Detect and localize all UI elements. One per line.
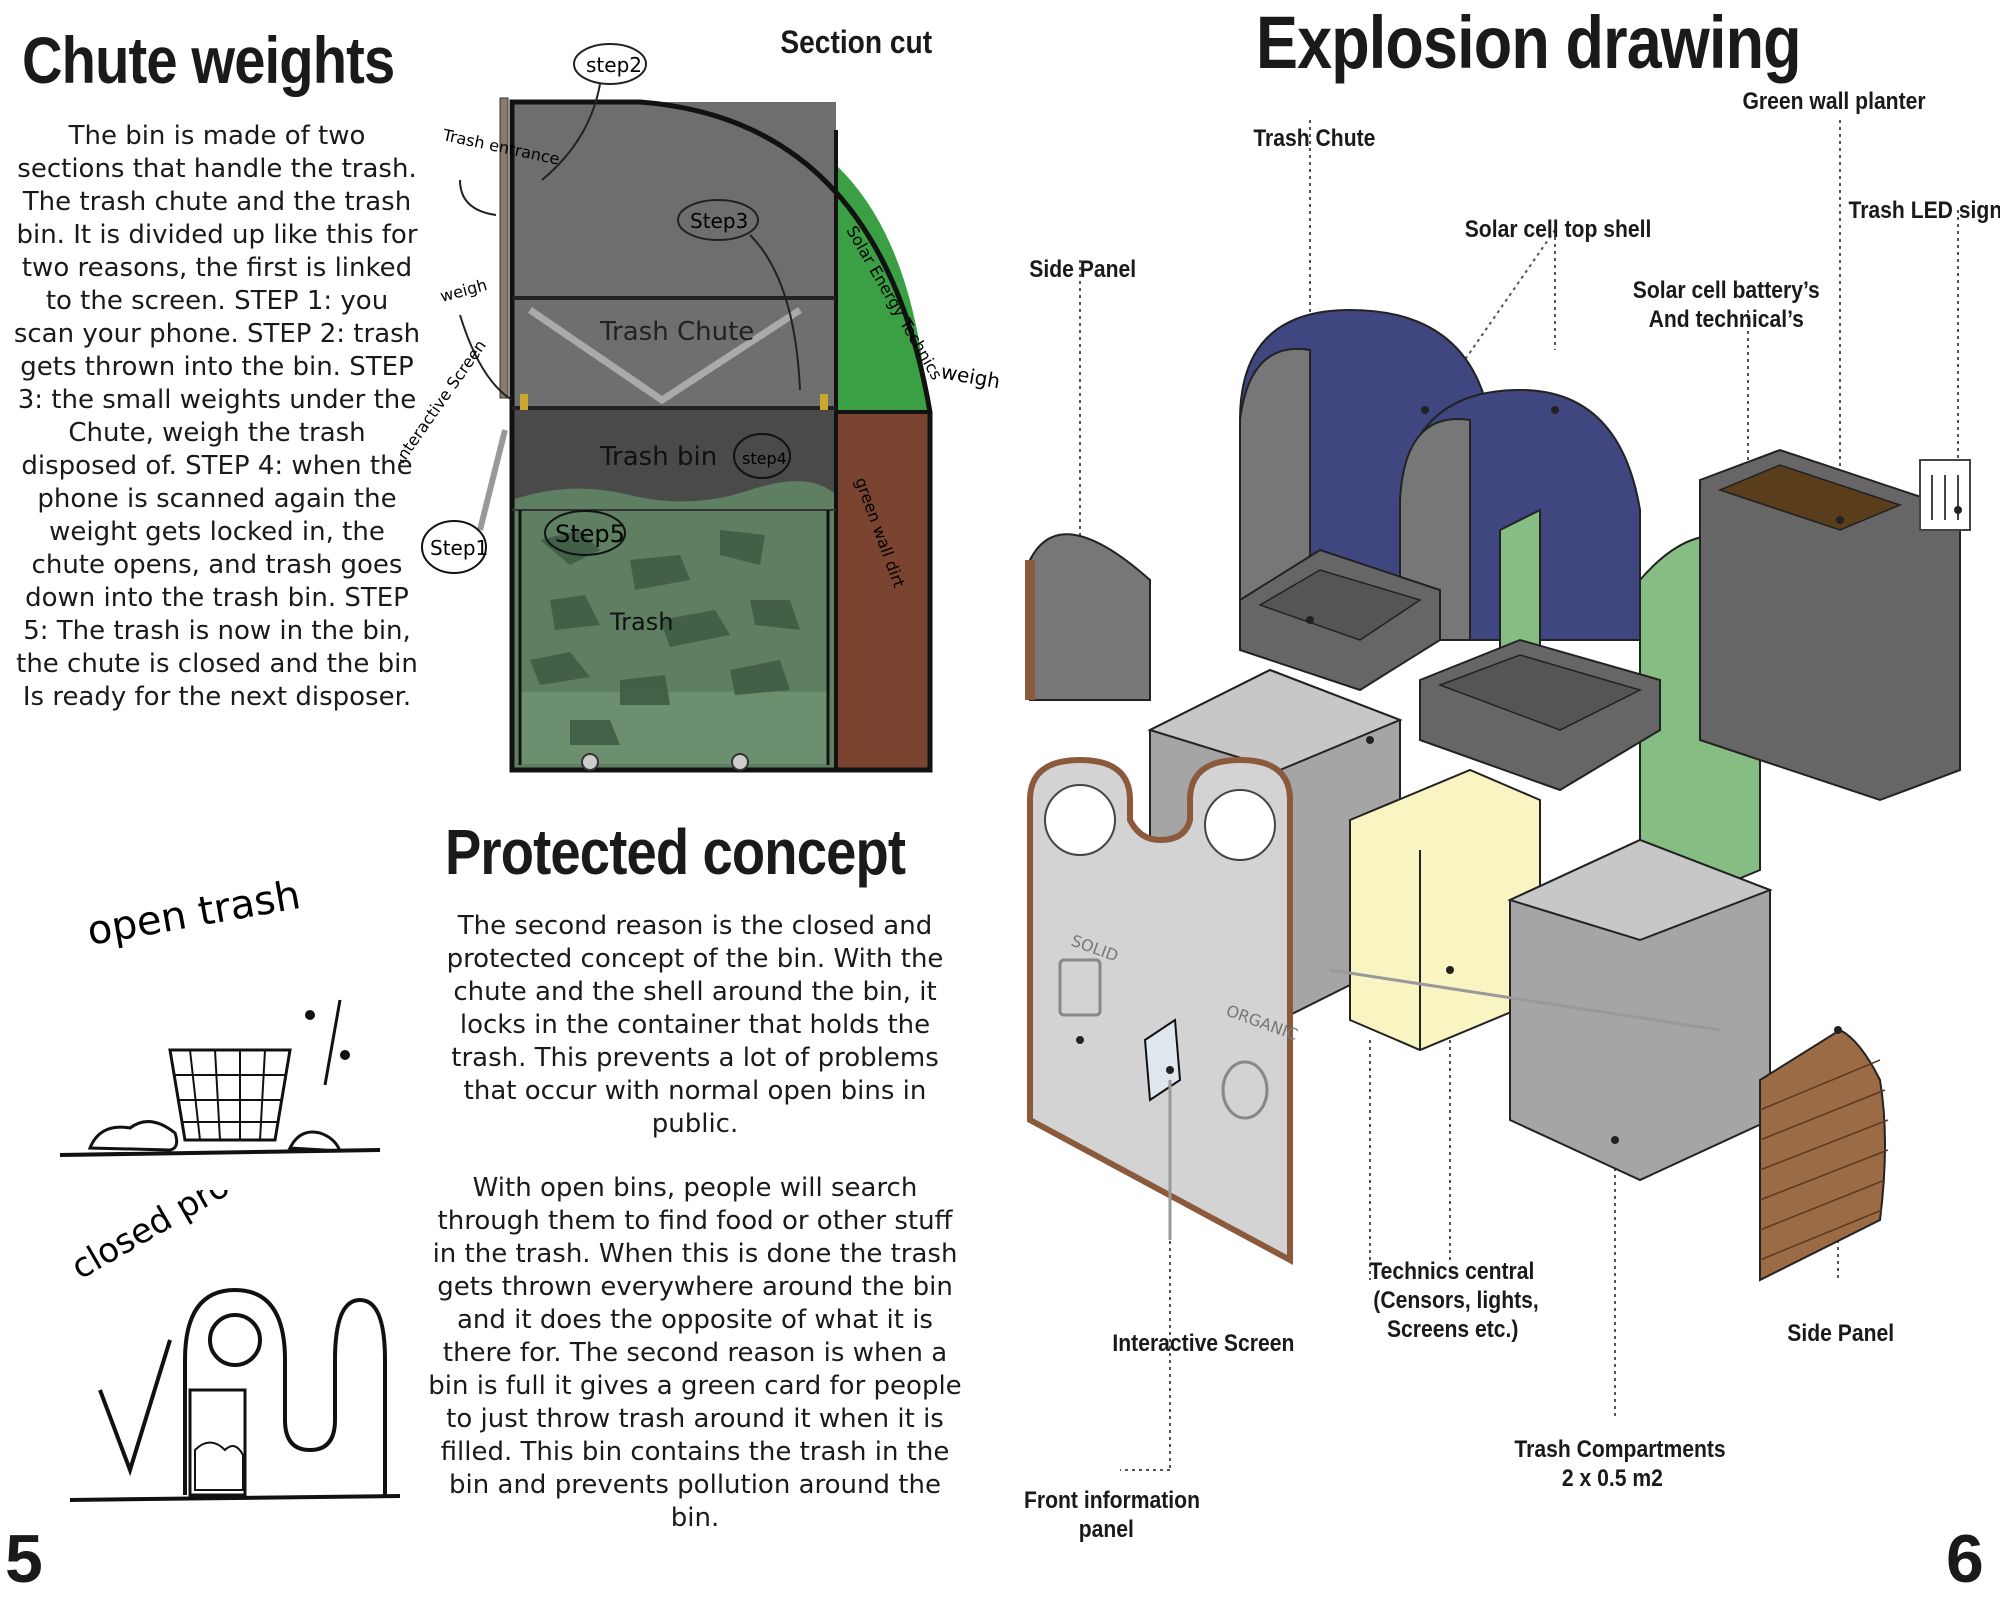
explosion-drawing: SOLID ORGANIC	[1025, 120, 1971, 1471]
label-solar-battery-2: And technical’s	[1648, 306, 1804, 333]
green-wall-dirt	[836, 412, 930, 768]
label-side-panel-left: Side Panel	[1029, 256, 1137, 283]
label-trash-led-sign: Trash LED sign	[1848, 197, 2000, 224]
step1-label: Step1	[430, 536, 488, 560]
weigh-right-label: weigh	[939, 359, 1002, 393]
open-trash-label: open trash	[84, 872, 304, 955]
protected-text-2: With open bins, people will search throu…	[428, 1173, 962, 1533]
label-front-panel-2: panel	[1078, 1516, 1134, 1543]
solar-technics-area	[836, 165, 928, 412]
closed-protected-label: closed protected	[65, 1190, 331, 1288]
protected-text-1: The second reason is the closed and prot…	[446, 911, 944, 1139]
open-trash-sketch: open trash	[59, 872, 381, 1157]
solid-bin-icon	[1058, 958, 1102, 1017]
label-green-wall-planter: Green wall planter	[1742, 88, 1926, 115]
explosion-drawing-title: Explosion drawing	[1256, 1, 1802, 84]
closed-protected-sketch: closed protected	[65, 1190, 401, 1502]
interactive-screen-label: interactive Screen	[400, 336, 490, 467]
label-compartments-2: 2 x 0.5 m2	[1561, 1465, 1663, 1492]
chute-upper-section	[512, 102, 836, 312]
label-side-panel-right: Side Panel	[1787, 1320, 1895, 1347]
label-technics-1: Technics central	[1369, 1258, 1535, 1285]
label-trash-chute: Trash Chute	[1253, 125, 1376, 152]
label-technics-3: Screens etc.)	[1386, 1316, 1519, 1343]
page-number-right: 6	[1946, 1521, 1984, 1597]
trash-label: Trash	[609, 608, 673, 636]
step3-label: Step3	[690, 209, 748, 233]
chute-weights-title: Chute weights	[22, 23, 395, 97]
trash-chute-label: Trash Chute	[599, 317, 754, 347]
label-interactive-screen: Interactive Screen	[1112, 1330, 1295, 1357]
label-solar-battery-1: Solar cell battery’s	[1632, 277, 1820, 304]
section-cut-title: Section cut	[780, 24, 933, 60]
label-solar-top-shell: Solar cell top shell	[1464, 216, 1652, 243]
label-compartments-1: Trash Compartments	[1514, 1436, 1726, 1463]
protected-concept-title: Protected concept	[445, 816, 906, 888]
trash-bin-label: Trash bin	[599, 442, 717, 472]
step4-label: step4	[742, 449, 787, 468]
chute-weights-text: The bin is made of two sections that han…	[13, 121, 421, 712]
apple-core-icon	[1221, 1060, 1269, 1120]
page-number-left: 5	[5, 1521, 43, 1597]
weigh-left-label: weigh	[438, 275, 489, 306]
step2-label: step2	[586, 53, 642, 77]
step5-label: Step5	[555, 520, 625, 548]
section-cut-drawing: step2 Trash entrance Step3 Trash Chute T…	[400, 43, 1002, 773]
label-technics-2: (Censors, lights,	[1373, 1287, 1539, 1314]
label-front-panel-1: Front information	[1023, 1487, 1200, 1514]
